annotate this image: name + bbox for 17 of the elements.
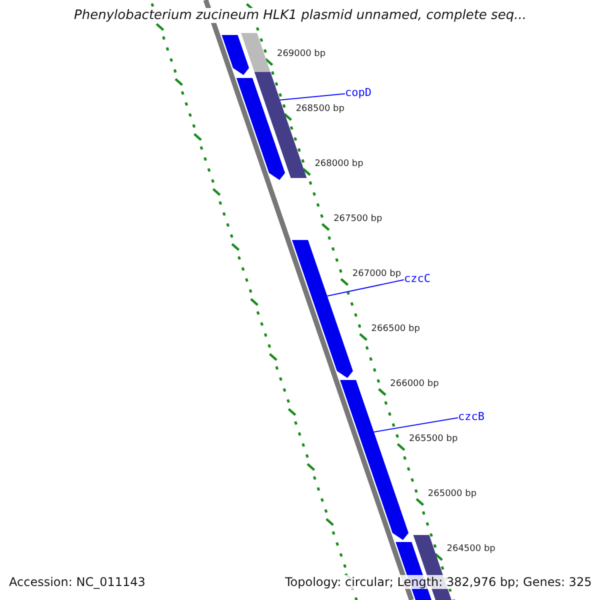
tick-label: 265000 bp — [428, 489, 477, 499]
tick-label: 267000 bp — [352, 269, 402, 279]
tick-label: 268000 bp — [314, 159, 364, 169]
tick-label: 268500 bp — [296, 104, 344, 114]
gene-label: czcB — [458, 410, 484, 423]
topology-text: Topology: circular; Length: 382,976 bp; Genes: 325 — [285, 575, 592, 589]
gene-label: czcC — [404, 272, 430, 285]
tick-label: 266500 bp — [371, 324, 420, 334]
title: Phenylobacterium zucineum HLK1 plasmid unnamed, complete seq... — [74, 8, 526, 23]
leader-line — [326, 279, 404, 296]
gene-label: copD — [345, 86, 372, 99]
accession-text: Accession: NC_011143 — [9, 575, 146, 589]
leader-line — [280, 93, 346, 100]
tick-label: 264500 bp — [446, 544, 496, 554]
leader-line — [373, 417, 458, 432]
gene-arrow — [292, 240, 353, 378]
tick-label: 266000 bp — [390, 379, 439, 389]
